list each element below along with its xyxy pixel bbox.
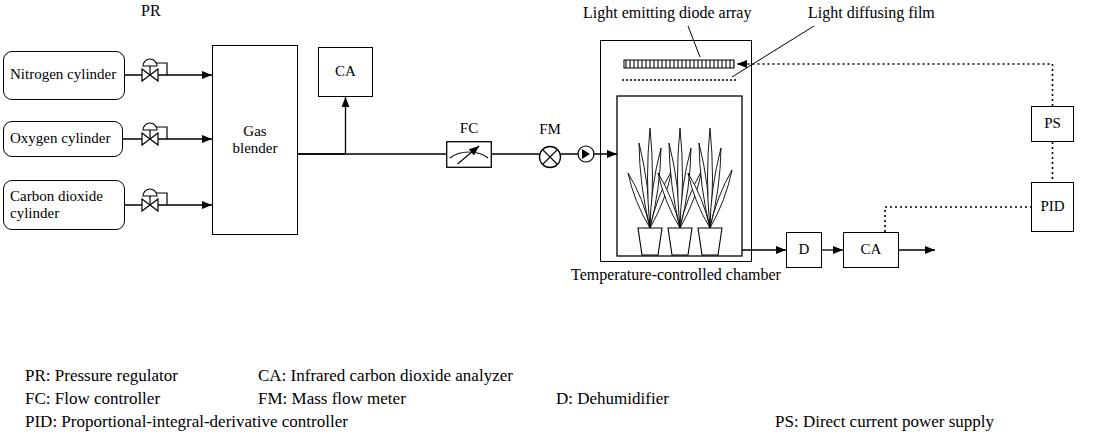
controller-box: PID xyxy=(1031,182,1074,232)
sensing-line xyxy=(156,127,167,139)
node-text: Oxygen cylinder xyxy=(10,130,110,147)
node-text: Nitrogen cylinder xyxy=(10,66,116,83)
abbreviation-note: PID: Proportional-integral-derivative co… xyxy=(25,412,348,432)
led-array xyxy=(624,60,734,68)
signal-line xyxy=(737,64,1053,106)
gas-cylinder: Oxygen cylinder xyxy=(3,121,123,157)
valve-stem xyxy=(149,196,150,205)
check-valve-flap xyxy=(582,149,590,159)
gas-line xyxy=(298,153,446,154)
flow-controller-body xyxy=(447,142,492,168)
sensing-line xyxy=(156,193,167,205)
diaphragm-dome xyxy=(143,189,157,196)
chamber-label: Temperature-controlled chamber xyxy=(571,266,781,284)
analyzer-box: CA xyxy=(318,47,373,97)
flow-controller-symbol xyxy=(446,141,492,168)
valve-stem xyxy=(149,66,150,75)
pressure-regulator xyxy=(142,59,167,81)
diffusing-film xyxy=(622,79,736,80)
signal-line xyxy=(1052,142,1054,182)
abbreviation-note: FC: Flow controller xyxy=(25,389,160,409)
check-valve xyxy=(578,146,594,162)
gas-blender-box: Gas blender xyxy=(212,45,298,235)
node-text: CA xyxy=(335,63,356,80)
abbreviation-note: D: Dehumidifier xyxy=(556,389,669,409)
gas-line xyxy=(742,249,786,250)
callout-label: Light emitting diode array xyxy=(583,4,751,22)
valve-stem xyxy=(149,130,150,139)
meter-body xyxy=(540,147,561,168)
node-text: Carbon dioxide cylinder xyxy=(10,188,118,223)
power-supply-box: PS xyxy=(1031,106,1074,142)
flow-controller: FC xyxy=(446,120,492,168)
diaphragm-dome xyxy=(143,123,157,130)
node-text: PID xyxy=(1040,198,1064,215)
gas-line xyxy=(125,74,212,75)
exhaust-arrow xyxy=(899,249,935,250)
abbreviation-note: PR: Pressure regulator xyxy=(25,366,178,386)
dehumidifier-box: D xyxy=(786,232,822,268)
node-text: CA xyxy=(861,241,882,258)
gas-cylinder: Carbon dioxide cylinder xyxy=(3,180,125,230)
plant-pot xyxy=(698,228,722,255)
pressure-regulator xyxy=(142,123,167,145)
plant-leaf xyxy=(710,170,732,228)
analyzer-box: CA xyxy=(843,232,899,268)
sensing-line xyxy=(156,63,167,75)
plant-enclosure xyxy=(617,96,742,256)
node-text: FM xyxy=(539,121,561,138)
leader-line xyxy=(732,26,814,77)
part-label: PR xyxy=(141,2,161,20)
gas-line xyxy=(492,153,540,154)
meter-cross xyxy=(543,150,557,164)
plants xyxy=(628,128,732,255)
abbreviation-note: PS: Direct current power supply xyxy=(775,412,994,432)
leader-line xyxy=(688,26,700,57)
growth-chamber: Temperature-controlled chamber xyxy=(600,40,752,262)
gas-line xyxy=(298,97,346,154)
pressure-regulator xyxy=(142,189,167,211)
node-text: Gas blender xyxy=(224,123,286,158)
gas-line xyxy=(125,204,212,205)
diaphragm-dome xyxy=(143,59,157,66)
node-text: D xyxy=(799,241,810,258)
plant-pot xyxy=(638,228,662,255)
abbreviation-note: FM: Mass flow meter xyxy=(258,389,406,409)
plant-pot xyxy=(668,228,692,255)
callout-label: Light diffusing film xyxy=(808,4,935,22)
node-text: FC xyxy=(460,120,478,137)
gas-line xyxy=(822,249,843,250)
adjust-arrow xyxy=(458,146,480,164)
gas-cylinder: Nitrogen cylinder xyxy=(3,51,125,100)
mass-flow-meter: FM xyxy=(536,121,564,168)
node-text: PS xyxy=(1044,115,1061,132)
abbreviation-note: CA: Infrared carbon dioxide analyzer xyxy=(258,366,513,386)
signal-line xyxy=(885,207,1031,232)
